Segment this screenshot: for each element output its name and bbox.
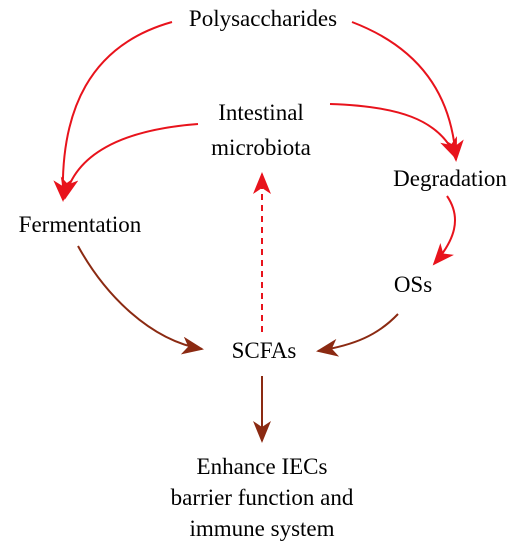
arrow-oss-to-scfas: [316, 313, 399, 357]
arrow-polysaccharides-to-fermentation: [53, 21, 173, 202]
node-outcome-line1: Enhance IECs: [197, 454, 328, 479]
node-outcome-line3: immune system: [189, 516, 334, 541]
node-microbiota-line2: microbiota: [211, 135, 311, 160]
node-oss: OSs: [394, 272, 432, 297]
node-scfas: SCFAs: [232, 338, 297, 363]
arrow-microbiota-to-fermentation: [60, 123, 199, 200]
node-polysaccharides: Polysaccharides: [189, 6, 337, 31]
node-degradation: Degradation: [393, 166, 507, 191]
arrow-polysaccharides-to-degradation: [351, 21, 464, 162]
node-fermentation: Fermentation: [19, 212, 142, 237]
arrow-fermentation-to-scfas: [77, 245, 204, 355]
node-outcome-line2: barrier function and: [171, 485, 354, 510]
node-microbiota-line1: Intestinal: [218, 100, 304, 125]
arrow-degradation-to-oss: [432, 195, 456, 266]
arrow-microbiota-to-degradation: [329, 103, 457, 160]
